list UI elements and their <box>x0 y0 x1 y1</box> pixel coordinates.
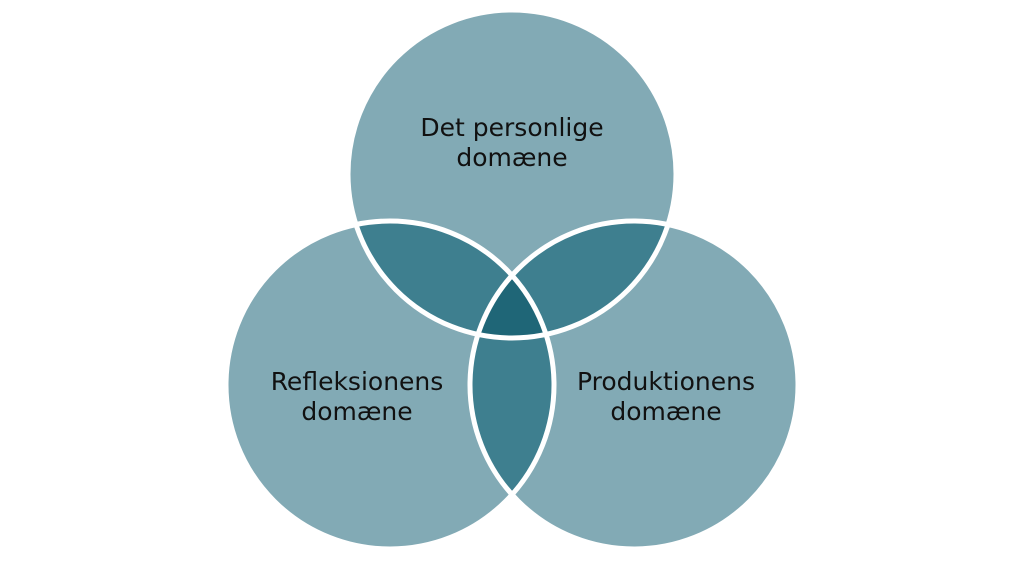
label-reflection-line1: Refleksionens <box>271 367 444 396</box>
label-personal-line2: domæne <box>456 143 567 172</box>
outline-production <box>467 218 801 552</box>
label-production-line1: Produktionens <box>577 367 755 396</box>
outline-personal <box>345 7 679 341</box>
circle-outlines <box>223 7 801 552</box>
label-personal-line1: Det personlige <box>420 113 603 142</box>
label-production-line2: domæne <box>610 397 721 426</box>
label-reflection-line2: domæne <box>301 397 412 426</box>
outline-reflection <box>223 218 557 552</box>
overlap-personal-reflection <box>348 221 554 338</box>
overlap-personal-production <box>470 221 676 338</box>
